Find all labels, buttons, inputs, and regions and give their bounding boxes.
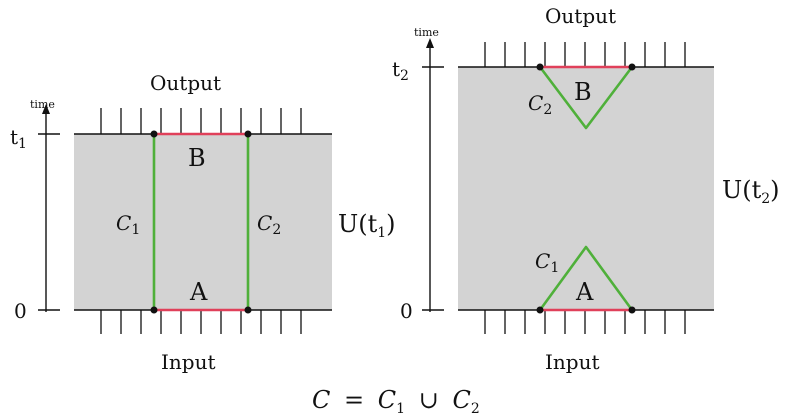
- left-region: [74, 134, 332, 310]
- left-region-a: A: [189, 278, 208, 306]
- left-output-label: Output: [150, 71, 221, 95]
- right-dot: [628, 63, 636, 71]
- left-panel: time t1 0: [10, 71, 396, 374]
- right-unitary-label: U(t2): [722, 176, 780, 207]
- left-top-legs: [100, 108, 302, 134]
- left-tick-top-label: t1: [10, 125, 27, 152]
- left-bottom-legs: [100, 310, 302, 334]
- left-dot: [150, 130, 158, 138]
- left-input-label: Input: [161, 350, 216, 374]
- right-curve-c1-label: C1: [535, 249, 559, 276]
- left-dot: [150, 306, 158, 314]
- left-unitary-label: U(t1): [338, 210, 396, 241]
- right-tick-bottom-label: 0: [400, 299, 413, 323]
- right-top-legs: [484, 42, 686, 67]
- left-time-axis-arrow: [42, 104, 50, 114]
- union-equation: C = C1 ∪ C2: [312, 386, 480, 419]
- right-axis-label: time: [414, 26, 439, 39]
- right-curve-c2: [538, 66, 634, 130]
- left-region-b: B: [188, 144, 206, 172]
- right-time-axis-arrow: [426, 38, 434, 48]
- left-curve-c2-label: C2: [257, 211, 281, 238]
- right-curve-c1: [538, 245, 634, 311]
- right-region-b: B: [574, 78, 592, 106]
- right-tick-top-label: t2: [392, 57, 409, 84]
- right-panel: time t2 0: [392, 4, 780, 374]
- left-tick-bottom-label: 0: [14, 299, 27, 323]
- right-dot: [536, 306, 544, 314]
- right-dot: [536, 63, 544, 71]
- right-input-label: Input: [545, 350, 600, 374]
- right-curve-c2-label: C2: [528, 91, 552, 118]
- left-curve-c1-label: C1: [116, 211, 140, 238]
- right-bottom-legs: [484, 310, 686, 334]
- right-dot: [628, 306, 636, 314]
- right-region-a: A: [575, 278, 594, 306]
- left-dot: [244, 306, 252, 314]
- left-dot: [244, 130, 252, 138]
- right-region: [458, 67, 714, 310]
- right-output-label: Output: [545, 4, 616, 28]
- left-axis-label: time: [30, 98, 55, 111]
